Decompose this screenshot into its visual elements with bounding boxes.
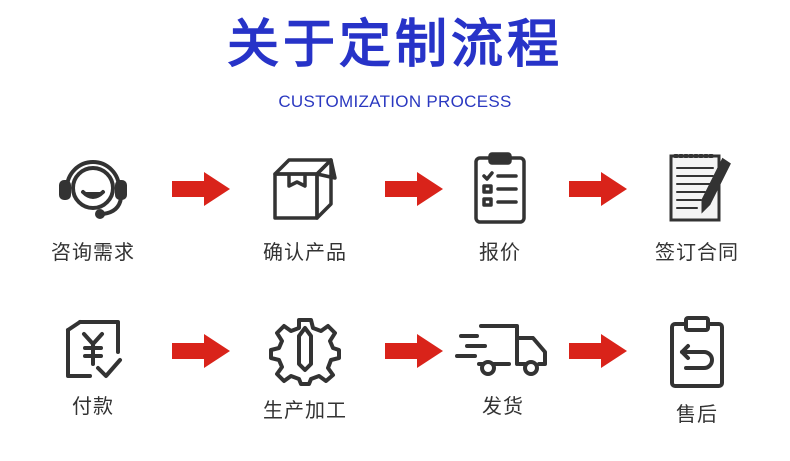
step-production: 生产加工	[230, 314, 380, 423]
customer-service-headset-icon	[59, 160, 127, 219]
page-title: 关于定制流程	[226, 15, 563, 75]
arrow-right-icon	[385, 172, 443, 206]
gear-wrench-icon	[269, 318, 341, 386]
step-sign-contract: 签订合同	[622, 148, 772, 265]
yen-payment-icon	[66, 320, 122, 378]
arrow-right-icon	[569, 334, 627, 368]
arrow-right-icon	[385, 334, 443, 368]
step-label: 生产加工	[263, 398, 347, 422]
step-label: 签订合同	[655, 240, 739, 264]
step-quote: 报价	[425, 148, 575, 265]
box-icon	[273, 158, 337, 220]
arrow-right-icon	[172, 172, 230, 206]
step-consult: 咨询需求	[18, 148, 168, 265]
step-payment: 付款	[18, 316, 168, 419]
step-after-sales: 售后	[622, 314, 772, 427]
notepad-pen-icon	[669, 154, 731, 222]
step-label: 付款	[72, 394, 114, 418]
page-subtitle: CUSTOMIZATION PROCESS	[278, 92, 512, 111]
clipboard-checklist-icon	[474, 152, 526, 224]
delivery-truck-icon	[455, 324, 547, 376]
step-label: 咨询需求	[51, 240, 135, 264]
step-confirm-product: 确认产品	[230, 148, 380, 265]
step-shipping: 发货	[428, 318, 578, 419]
arrow-right-icon	[172, 334, 230, 368]
step-label: 确认产品	[263, 240, 347, 264]
step-label: 报价	[479, 240, 521, 264]
step-label: 售后	[676, 402, 718, 426]
step-label: 发货	[482, 394, 524, 418]
arrow-right-icon	[569, 172, 627, 206]
clipboard-return-icon	[670, 316, 724, 388]
